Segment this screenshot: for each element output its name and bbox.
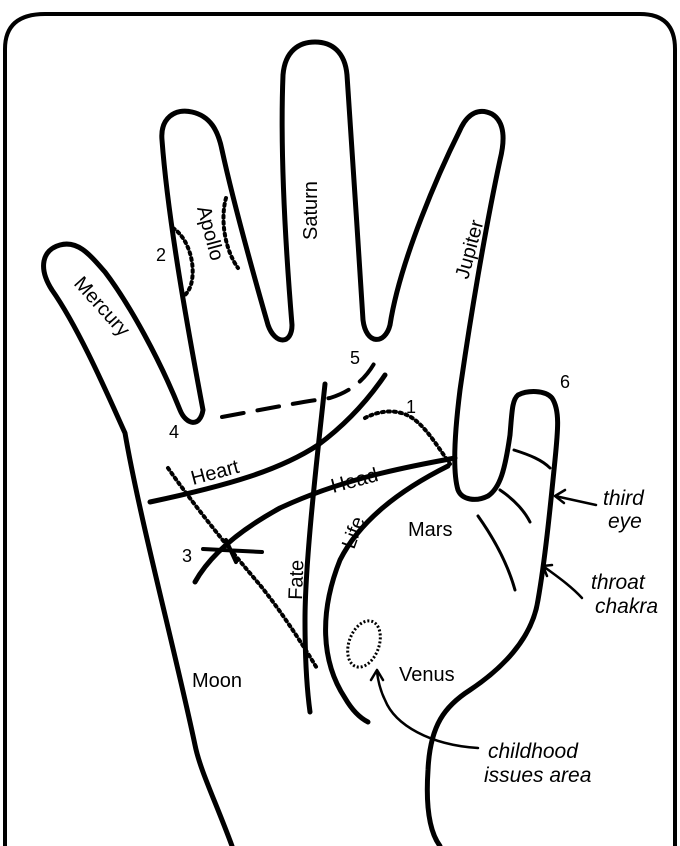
fate-line [305,384,325,712]
dotted-line-1 [365,412,450,465]
childhood-oval [342,616,387,671]
annotation-childhood: childhood [488,740,579,763]
label-life: Life [338,514,370,552]
girdle-dashed-line [222,362,375,417]
number-1: 1 [406,397,416,417]
annotation-third: third [603,487,645,510]
annotation-issues-area: issues area [484,764,591,787]
label-moon: Moon [192,670,242,692]
number-6: 6 [560,372,570,392]
number-4: 4 [169,422,179,442]
hand-outline [44,42,558,846]
throat-chakra-arrow [543,565,582,598]
thumb-mars-line [478,516,515,590]
thumb-crease-lower [500,490,530,522]
annotation-chakra: chakra [595,595,658,618]
third-eye-arrow [555,490,596,505]
label-mars: Mars [408,519,452,541]
thumb-crease-upper [514,450,550,468]
annotation-throat: throat [591,571,646,594]
label-venus: Venus [399,664,455,686]
annotation-eye: eye [608,510,642,533]
number-5: 5 [350,348,360,368]
label-saturn: Saturn [300,181,322,240]
number-2: 2 [156,245,166,265]
label-head: Head [329,464,381,498]
number-3: 3 [182,546,192,566]
label-fate: Fate [285,559,308,600]
